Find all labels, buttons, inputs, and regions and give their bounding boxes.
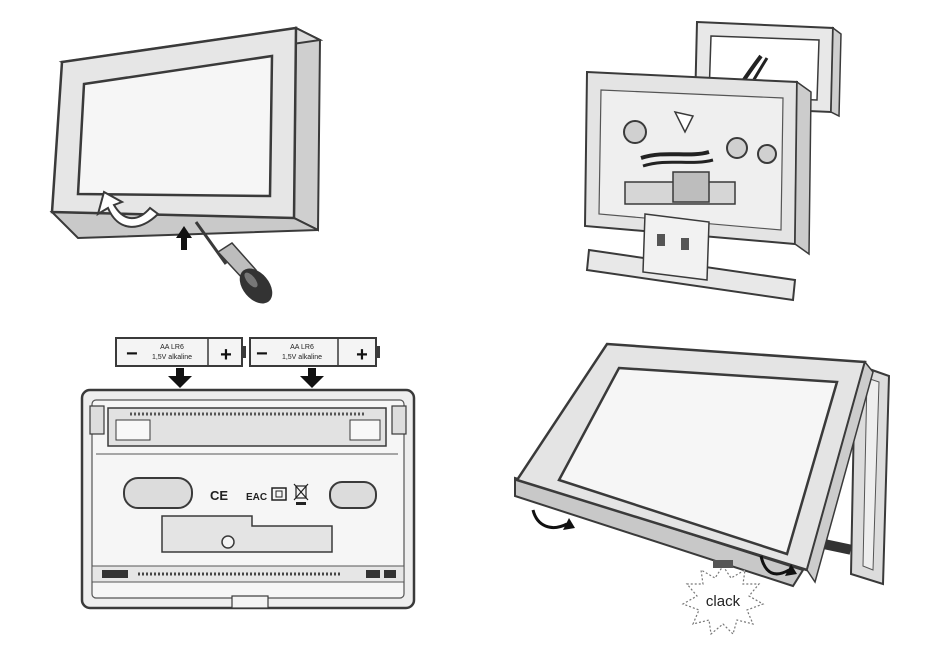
- ce-mark: CE: [210, 488, 228, 503]
- thermostat-back-housing: CE EAC: [82, 390, 414, 608]
- battery-minus-sign: −: [126, 343, 138, 365]
- eac-mark: EAC: [246, 492, 267, 503]
- battery-aa: − + AA LR6 1,5V alkaline: [250, 338, 380, 366]
- battery-plus-sign: +: [220, 344, 232, 366]
- battery-voltage-label: 1,5V alkaline: [282, 354, 322, 361]
- screwdriver-icon: [196, 222, 279, 310]
- down-arrow-icon: [300, 368, 324, 388]
- battery-type-label: AA LR6: [160, 344, 184, 351]
- step1-open-housing: [0, 0, 475, 320]
- step3-insert-batteries: − + AA LR6 1,5V alkaline − + AA LR6 1,5V…: [0, 320, 475, 657]
- battery-aa: − + AA LR6 1,5V alkaline: [116, 338, 246, 366]
- curved-arrow-icon: [533, 510, 567, 528]
- clack-label: clack: [706, 593, 741, 610]
- battery-minus-sign: −: [256, 343, 268, 365]
- down-arrow-icon: [168, 368, 192, 388]
- step4-close-housing: clack: [475, 320, 950, 657]
- step2-wall-mounting: [475, 0, 950, 320]
- battery-type-label: AA LR6: [290, 344, 314, 351]
- battery-plus-sign: +: [356, 344, 368, 366]
- battery-voltage-label: 1,5V alkaline: [152, 354, 192, 361]
